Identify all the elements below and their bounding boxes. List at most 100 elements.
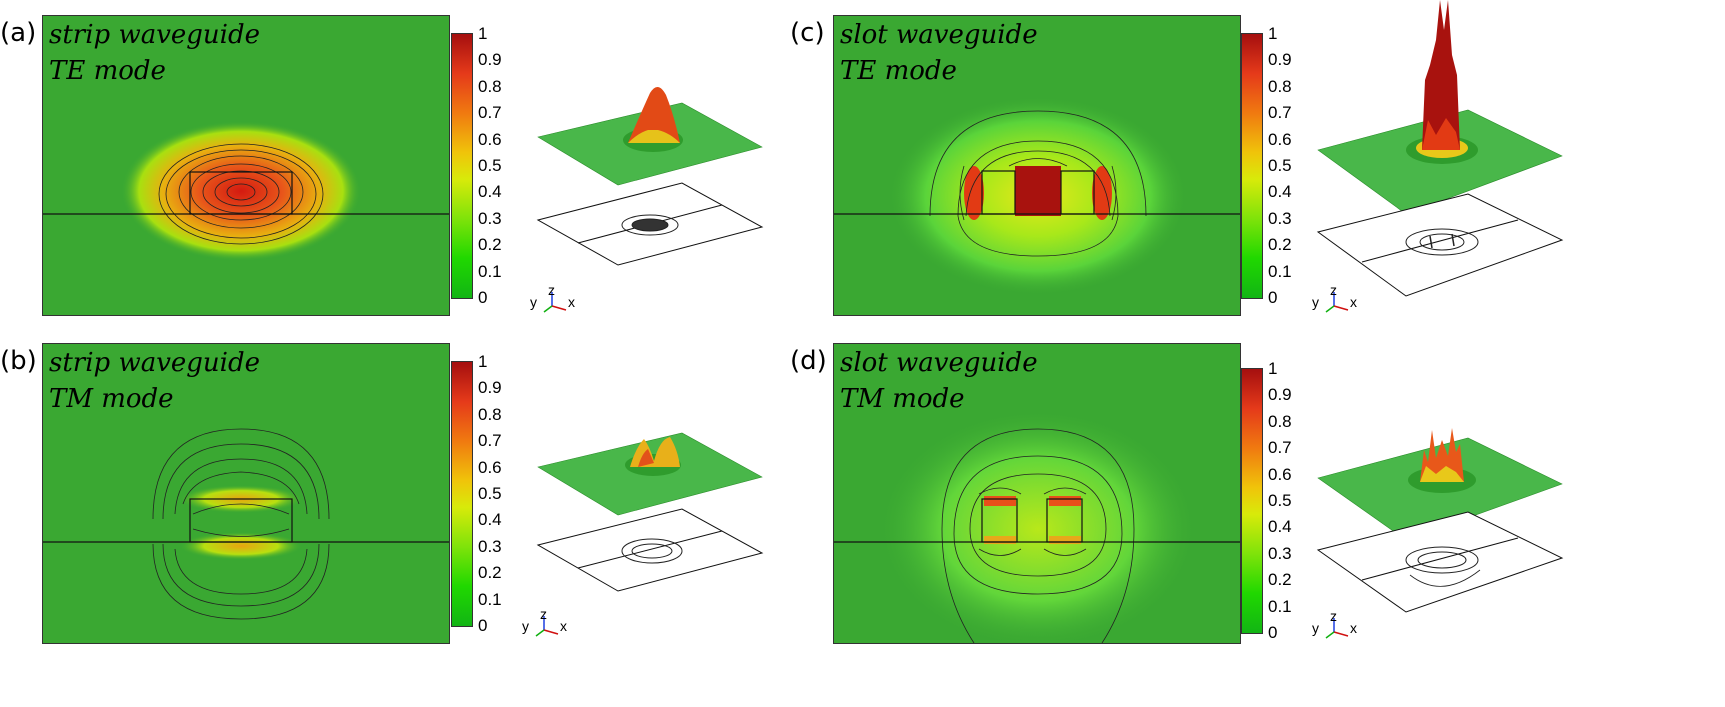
mode-intensity	[179, 532, 303, 560]
surface-peak	[628, 130, 680, 143]
cross-section-plane	[1316, 193, 1564, 297]
panel-label-c: (c)	[790, 18, 825, 48]
axis-label-z: z	[548, 282, 555, 298]
colorbar-tick: 0.9	[478, 50, 502, 70]
axis-triad-c	[1325, 292, 1349, 313]
mode-intensity	[121, 121, 361, 261]
contour-lines	[631, 218, 669, 232]
colorbar-tick: 0.7	[478, 103, 502, 123]
colorbar-tick: 0.6	[1268, 464, 1292, 484]
contour-line	[190, 163, 292, 221]
colorbar-tick: 0.3	[478, 536, 502, 556]
axis-label-z: z	[540, 606, 547, 622]
contour-lines	[1417, 551, 1467, 569]
surface-plot-d	[1316, 428, 1564, 613]
contour-line	[202, 170, 280, 214]
axis-label-x: x	[1350, 294, 1357, 310]
contour-line	[152, 543, 330, 620]
contour-line	[978, 548, 1022, 556]
colorbar-tick: 0.8	[478, 404, 502, 424]
colorbar-tick: 0.1	[1268, 261, 1292, 281]
field-map-a: strip waveguide TE mode	[42, 15, 450, 316]
colorbar-tick: 0.5	[1268, 156, 1292, 175]
contour-lines	[631, 543, 673, 559]
colorbar-tick: 0.9	[1268, 385, 1292, 405]
mode-intensity	[878, 409, 1198, 643]
contour-line	[226, 183, 256, 201]
contour-line	[174, 458, 308, 515]
field-map-d-svg	[834, 409, 1240, 643]
contour-line	[929, 110, 1147, 217]
surface-plot-a	[536, 86, 764, 266]
panel-title-c-line1: slot waveguide	[840, 20, 1038, 50]
panel-label-a: (a)	[0, 18, 37, 48]
colorbar-tick: 0.9	[1268, 50, 1292, 70]
colorbar-tick: 0.4	[1268, 182, 1292, 202]
contour-line	[953, 455, 1123, 595]
axis-triad-a	[543, 292, 567, 313]
mode-intensity	[1049, 536, 1081, 544]
colorbar-tick: 0.5	[1268, 491, 1292, 510]
colorbar-tick: 0	[1268, 623, 1278, 642]
colorbar-tick: 0.6	[478, 457, 502, 477]
colorbar-tick: 1	[1268, 359, 1278, 378]
contour-lines	[1429, 235, 1433, 249]
colorbar-tick: 1	[478, 352, 488, 371]
waveguide-core	[189, 171, 293, 215]
mode-intensity	[964, 166, 984, 220]
colorbar-tick: 0.7	[1268, 438, 1292, 458]
contour-lines	[1409, 569, 1481, 587]
rail-left	[981, 498, 1018, 543]
contour-line	[957, 140, 1119, 217]
colorbar-tick: 0.4	[478, 510, 502, 530]
surface-peak	[628, 86, 680, 143]
axis-label-y: y	[1312, 620, 1319, 636]
axis-label-y: y	[1312, 294, 1319, 310]
substrate-interface	[1361, 219, 1519, 263]
slot-region	[1015, 166, 1061, 216]
contour-line	[957, 215, 1119, 257]
colorbar-tick: 0	[478, 616, 488, 635]
colorbar-tick: 0.5	[478, 156, 502, 175]
panel-title-b-line2: TM mode	[49, 384, 174, 414]
colorbar-tick: 0.5	[478, 484, 502, 503]
waveguide-core	[189, 498, 293, 543]
panel-title-a-line1: strip waveguide	[49, 20, 261, 50]
field-map-c-svg	[834, 96, 1240, 296]
contour-line	[192, 528, 290, 537]
axis-label-x: x	[560, 618, 567, 634]
contour-line	[178, 155, 304, 229]
colorbar-tick: 0	[478, 288, 488, 307]
colorbar-tick: 0.2	[1268, 235, 1292, 255]
contour-line	[941, 428, 1135, 643]
panel-title-c-line2: TE mode	[840, 56, 957, 86]
axis-label-y: y	[530, 294, 537, 310]
substrate-interface	[577, 530, 723, 569]
colorbar-tick: 0.2	[1268, 570, 1292, 590]
colorbar-d	[1241, 368, 1263, 634]
colorbar-tick: 0.8	[1268, 411, 1292, 431]
contour-line	[182, 471, 300, 505]
contour-lines	[1405, 546, 1479, 574]
colorbar-tick: 0.3	[1268, 543, 1292, 563]
colorbar-b	[451, 361, 473, 627]
contour-lines	[1451, 233, 1455, 247]
surface-peak	[1420, 466, 1464, 482]
rail-left	[981, 170, 1016, 215]
rail-right	[1060, 170, 1095, 215]
contour-line	[1008, 158, 1068, 167]
surface-peak	[638, 449, 654, 467]
contour-lines	[621, 538, 683, 564]
contour-line	[192, 503, 290, 515]
colorbar-tick: 0	[1268, 288, 1278, 307]
colorbar-tick: 0.1	[478, 589, 502, 609]
field-map-c: slot waveguide TE mode	[833, 15, 1241, 316]
colorbar-tick: 0.3	[1268, 208, 1292, 228]
contour-line	[965, 150, 1111, 217]
contour-line	[1043, 548, 1087, 556]
panel-title-d-line1: slot waveguide	[840, 348, 1038, 378]
surface-plot-b	[536, 432, 764, 592]
contour-line	[969, 473, 1107, 577]
field-map-a-svg	[43, 121, 449, 261]
colorbar-tick: 1	[478, 24, 488, 43]
